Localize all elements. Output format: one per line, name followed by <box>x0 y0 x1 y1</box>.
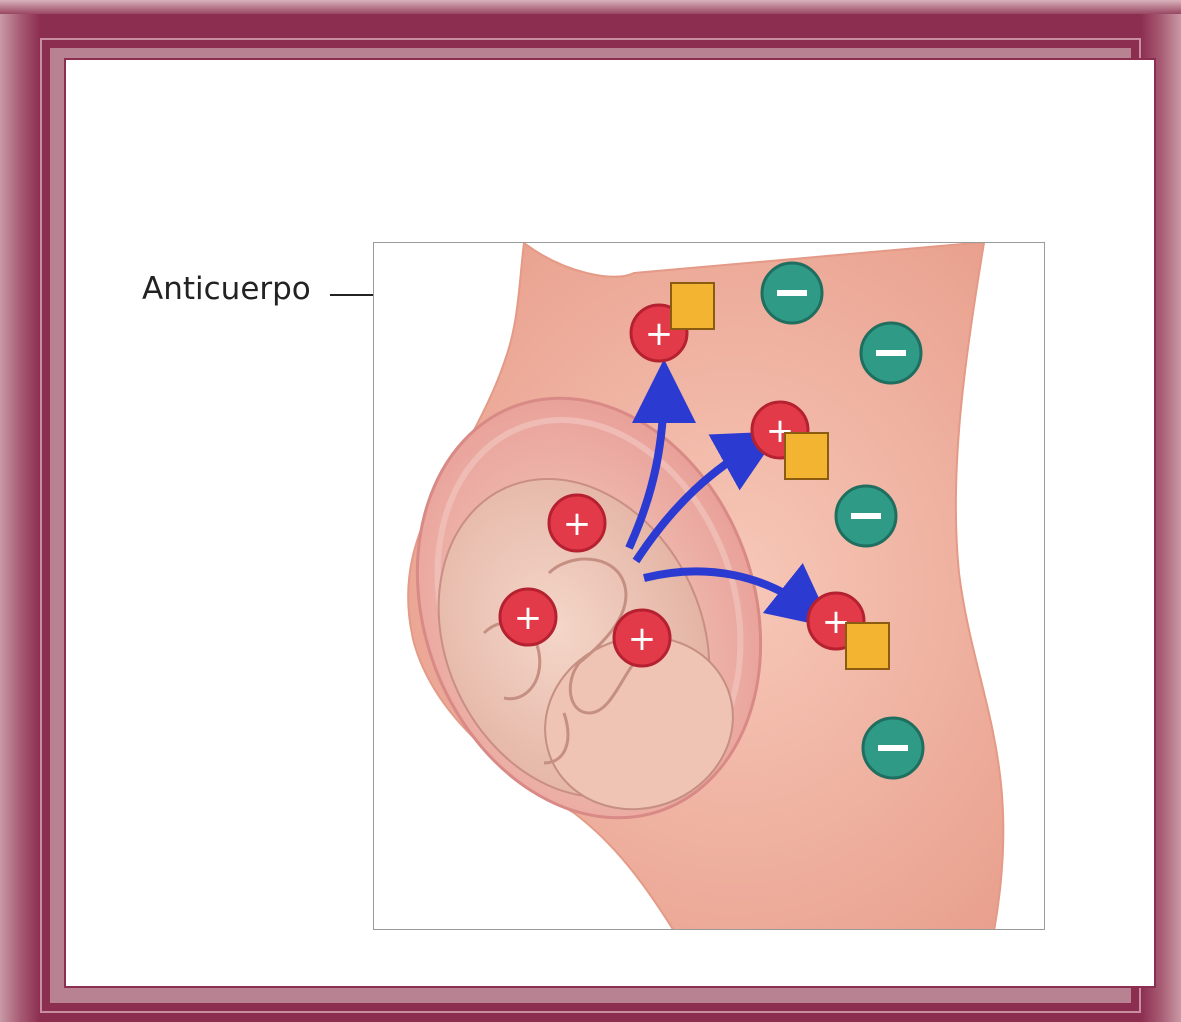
fetal-rh-positive-cell: + <box>500 589 556 645</box>
antibody-label: Anticuerpo <box>142 271 311 307</box>
fetal-rh-positive-cell: + <box>549 495 605 551</box>
pregnancy-illustration: + + + + + + <box>373 242 1045 930</box>
fetal-rh-positive-cell: + <box>614 610 670 666</box>
maternal-rh-negative-cell <box>836 486 896 546</box>
svg-text:+: + <box>628 619 657 659</box>
maternal-rh-negative-cell <box>762 263 822 323</box>
maternal-rh-negative-cell <box>863 718 923 778</box>
maternal-rh-negative-cell <box>861 323 921 383</box>
svg-text:+: + <box>514 598 543 638</box>
frame-top-highlight <box>0 0 1181 14</box>
svg-text:+: + <box>645 314 674 354</box>
illustration-svg: + + + + + + <box>374 243 1045 930</box>
svg-text:+: + <box>563 504 592 544</box>
